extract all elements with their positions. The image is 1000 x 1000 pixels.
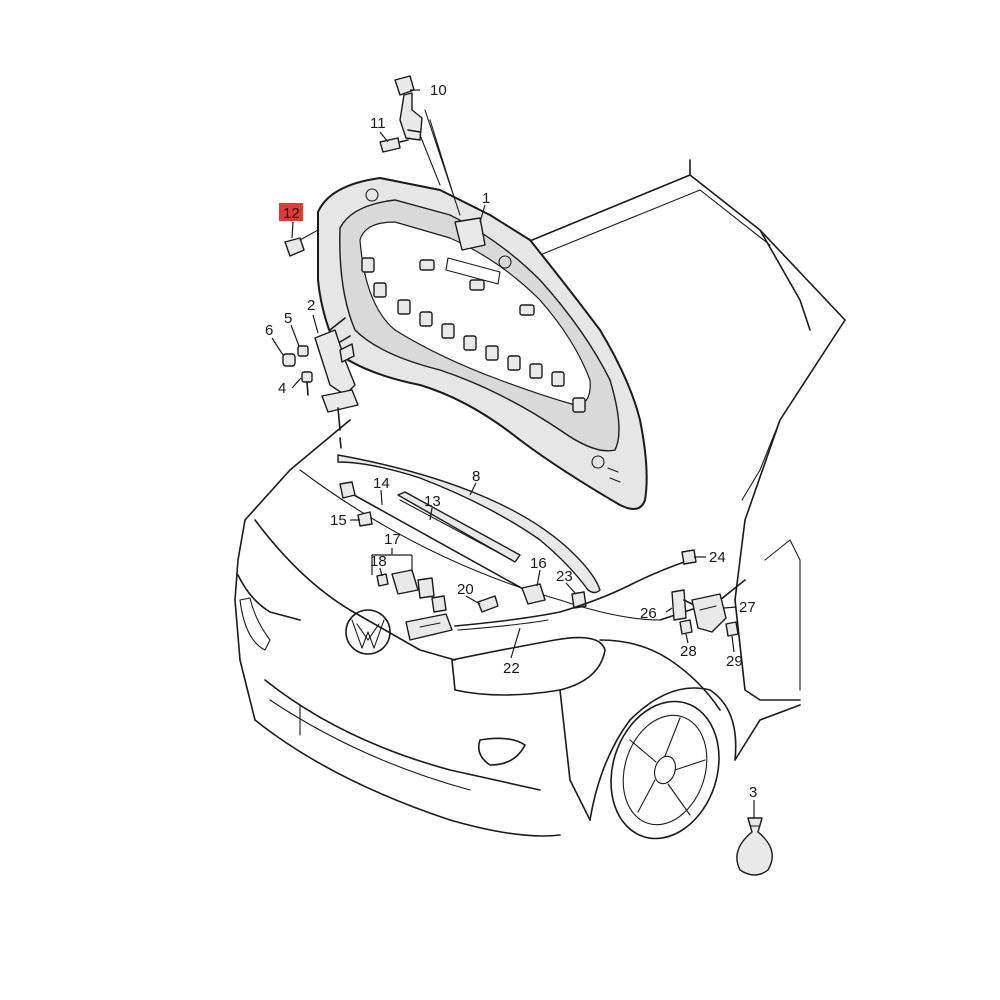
lock-and-cable-parts: [376, 549, 697, 641]
rubber-buffer-part: [284, 229, 319, 257]
callout-4: 4: [278, 380, 286, 397]
callout-17: 17: [384, 531, 401, 548]
callout-8: 8: [472, 468, 480, 485]
highlight-box: [279, 203, 303, 221]
callout-20: 20: [457, 581, 474, 598]
callout-11: 11: [370, 115, 386, 132]
callout-27: 27: [739, 599, 756, 616]
callout-29: 29: [726, 653, 743, 670]
callout-5: 5: [284, 310, 292, 327]
callout-14: 14: [373, 475, 390, 492]
callout-6: 6: [265, 322, 273, 339]
callout-numbers: 1 2 3 4 5 6 8 10 11 12 13 14 15 16 17 18…: [265, 82, 757, 801]
callout-23: 23: [556, 568, 573, 585]
callout-26: 26: [640, 605, 657, 622]
callout-12: 12: [283, 205, 300, 222]
release-handle-parts: [671, 589, 739, 637]
callout-13: 13: [424, 493, 441, 510]
callout-leaders: [271, 89, 755, 818]
callout-2: 2: [307, 297, 315, 314]
hood-hinge-parts: [282, 317, 359, 449]
callout-18: 18: [370, 553, 387, 570]
callout-3: 3: [749, 784, 757, 801]
prop-rod: [339, 481, 526, 591]
grease-pouch: [736, 817, 773, 876]
callout-16: 16: [530, 555, 547, 572]
upper-hinge-parts: [379, 75, 461, 216]
callout-15: 15: [330, 512, 347, 529]
callout-24: 24: [709, 549, 726, 566]
callout-28: 28: [680, 643, 697, 660]
callout-1: 1: [482, 190, 490, 207]
seal-strips: [337, 454, 601, 594]
callout-10: 10: [430, 82, 447, 99]
hood-panel: [317, 177, 648, 510]
callout-22: 22: [503, 660, 520, 677]
